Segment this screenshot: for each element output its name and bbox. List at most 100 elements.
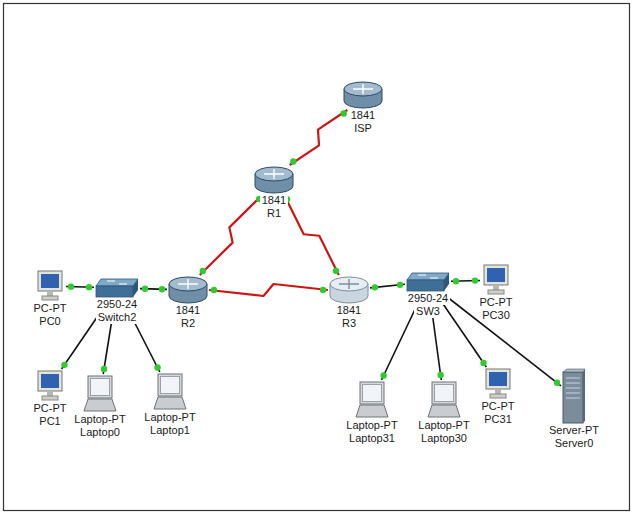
- device-name: R1: [265, 207, 283, 220]
- device-model: PC-PT: [32, 302, 69, 315]
- switch-top: [407, 273, 449, 280]
- pc-stand: [495, 389, 501, 394]
- router-device: 1841R3: [329, 276, 369, 330]
- pc-icon: [35, 370, 65, 402]
- device-model: 1841: [349, 109, 377, 122]
- device-model: 1841: [174, 304, 202, 317]
- link-status-dot: [320, 287, 326, 293]
- router-arrows: [339, 279, 359, 289]
- laptop-device: Laptop-PTLaptop30: [416, 381, 471, 445]
- switch-arrows: [418, 275, 438, 278]
- link-status-dot: [68, 283, 74, 289]
- device-name: ISP: [352, 122, 374, 135]
- pc-monitor: [38, 271, 62, 291]
- router-icon: [254, 166, 294, 194]
- device-name: Server0: [553, 437, 596, 450]
- switch-side: [133, 279, 138, 297]
- pc-screen: [41, 274, 59, 288]
- link-status-dot: [211, 287, 217, 293]
- link-status-dot: [290, 158, 296, 164]
- device-model: Laptop-PT: [416, 419, 471, 432]
- laptop-base: [84, 399, 116, 411]
- pc-base: [490, 394, 506, 398]
- laptop-device: Laptop-PTLaptop1: [142, 373, 197, 437]
- server-body: [563, 372, 583, 423]
- device-model: PC-PT: [478, 296, 515, 309]
- serial-link: [284, 195, 339, 275]
- link-status-dot: [437, 372, 443, 378]
- switch-front: [407, 280, 444, 291]
- pc-monitor: [38, 371, 62, 391]
- device-name: Laptop30: [419, 432, 469, 445]
- device-name: PC31: [482, 413, 514, 426]
- laptop-base: [428, 405, 460, 417]
- device-model: 2950-24: [95, 298, 139, 311]
- server-slot: [566, 388, 580, 389]
- device-name: SW3: [414, 305, 442, 318]
- router-top: [344, 82, 382, 96]
- serial-link: [209, 284, 328, 296]
- router-device: 1841ISP: [343, 81, 383, 135]
- serial-link: [200, 195, 263, 275]
- link-status-dot: [142, 286, 148, 292]
- device-model: Laptop-PT: [142, 411, 197, 424]
- pc-base: [42, 396, 58, 400]
- router-icon: [168, 276, 208, 304]
- device-name: Laptop31: [347, 432, 397, 445]
- link-status-dot: [380, 372, 386, 378]
- device-model: Laptop-PT: [72, 413, 127, 426]
- device-name: R3: [340, 317, 358, 330]
- link-status-dot: [101, 366, 107, 372]
- router-top: [169, 277, 207, 291]
- server-slot: [566, 378, 580, 379]
- switch-device: 2950-24SW3: [406, 272, 450, 318]
- device-name: PC1: [37, 415, 62, 428]
- link-status-dot: [154, 364, 160, 370]
- pc-screen: [41, 374, 59, 388]
- serial-link: [290, 110, 348, 165]
- link-status-dot: [159, 286, 165, 292]
- pc-icon: [35, 270, 65, 302]
- device-model: 2950-24: [406, 292, 450, 305]
- laptop-icon: [427, 381, 461, 419]
- device-name: PC30: [480, 309, 512, 322]
- switch-icon: [406, 272, 450, 292]
- laptop-screen: [363, 385, 382, 402]
- pc-stand: [493, 285, 499, 290]
- router-device: 1841R1: [254, 166, 294, 220]
- device-model: 1841: [260, 194, 288, 207]
- link-status-dot: [86, 284, 92, 290]
- laptop-base: [356, 405, 388, 417]
- pc-stand: [47, 391, 53, 396]
- laptop-device: Laptop-PTLaptop0: [72, 375, 127, 439]
- router-arrows: [353, 84, 373, 94]
- pc-screen: [487, 268, 505, 282]
- laptop-lid: [158, 374, 182, 396]
- device-model: 1841: [335, 304, 363, 317]
- router-icon: [329, 276, 369, 304]
- switch-top: [96, 279, 138, 286]
- link-status-dot: [554, 380, 560, 386]
- device-model: Server-PT: [547, 424, 601, 437]
- server-side: [583, 369, 585, 423]
- laptop-base: [154, 397, 186, 409]
- laptop-lid: [88, 376, 112, 398]
- pc-device: PC-PTPC30: [478, 264, 515, 322]
- pc-device: PC-PTPC0: [32, 270, 69, 328]
- link-status-dot: [200, 268, 206, 274]
- pc-monitor: [486, 369, 510, 389]
- router-top: [330, 277, 368, 291]
- frame-border: [4, 4, 630, 511]
- device-name: R2: [179, 317, 197, 330]
- pc-base: [488, 290, 504, 294]
- link-status-dot: [472, 277, 478, 283]
- laptop-lid: [432, 382, 456, 404]
- laptop-screen: [161, 377, 180, 394]
- device-name: Laptop1: [148, 424, 192, 437]
- pc-stand: [47, 291, 53, 296]
- router-device: 1841R2: [168, 276, 208, 330]
- pc-base: [42, 296, 58, 300]
- router-arrows: [264, 169, 284, 179]
- router-top: [255, 167, 293, 181]
